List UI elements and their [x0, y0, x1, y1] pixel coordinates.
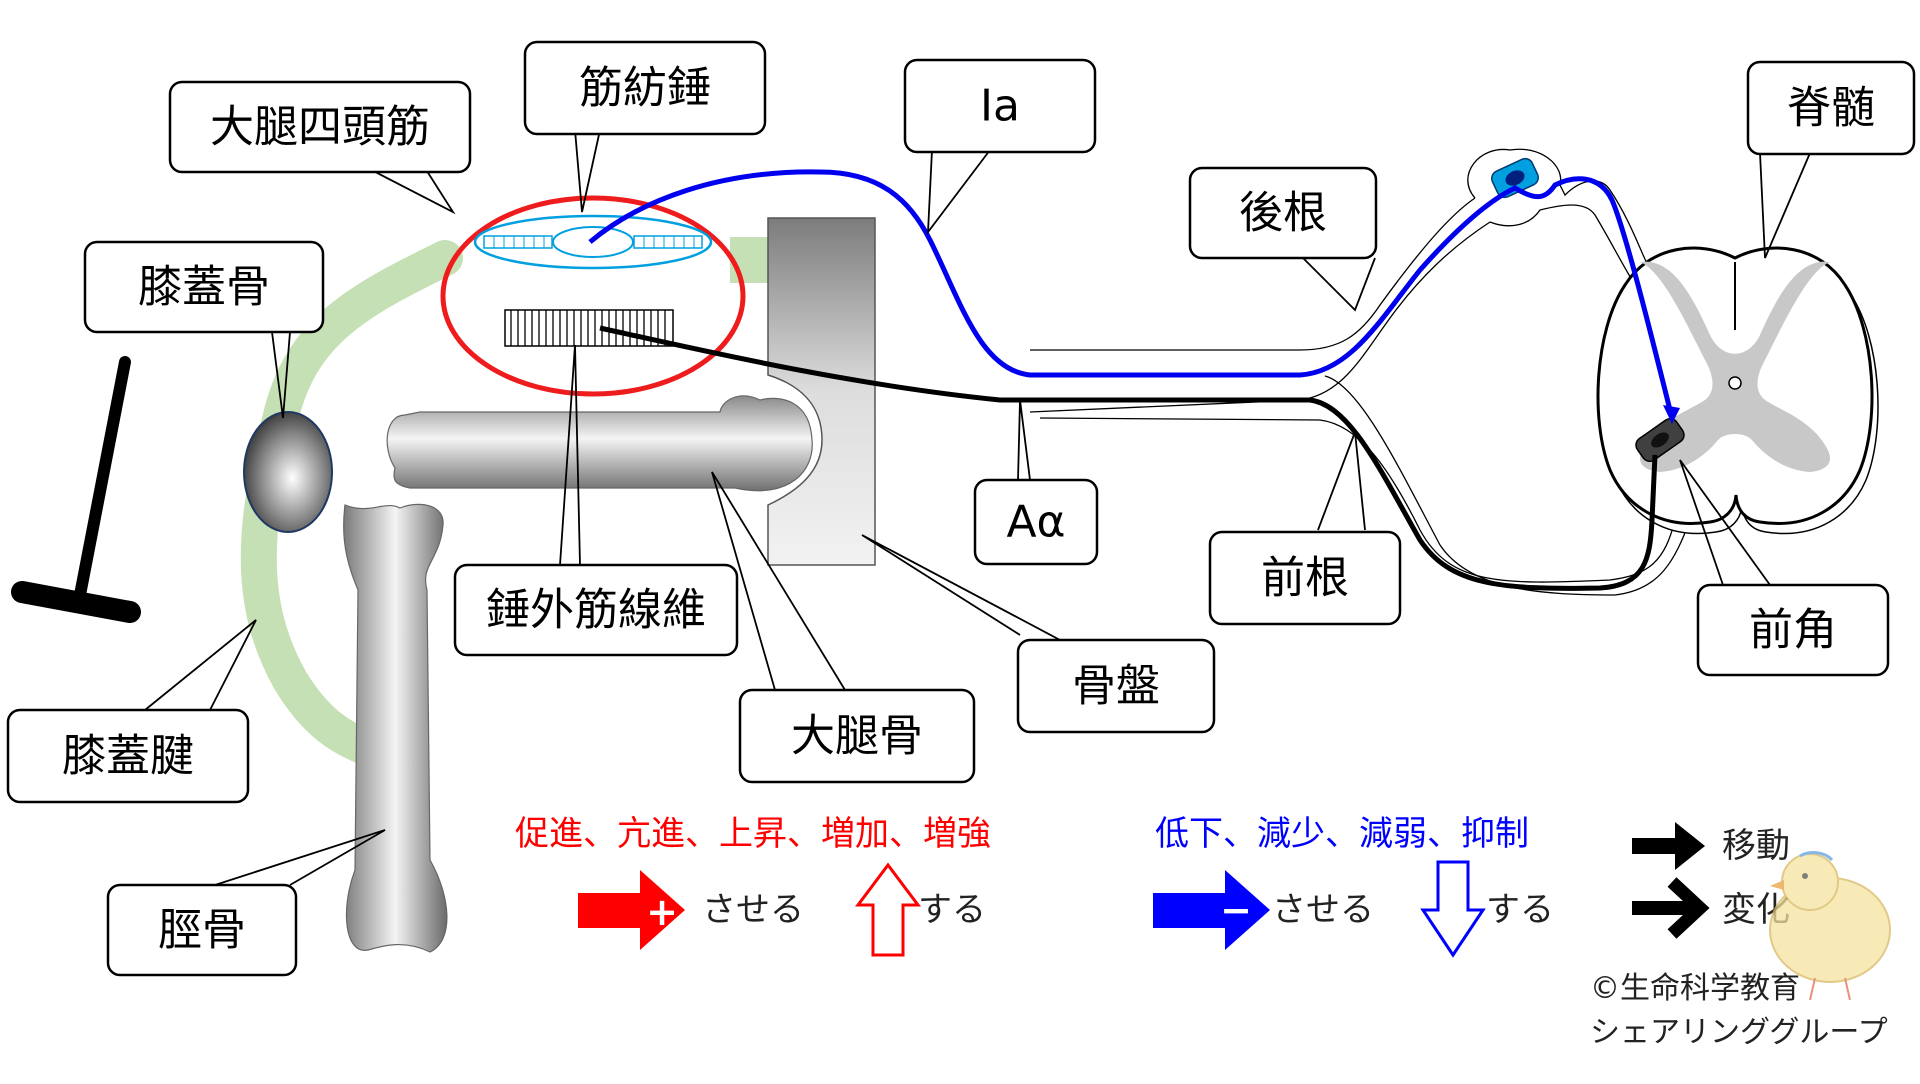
change-arrow-icon: [1632, 877, 1710, 939]
callout-extrafusal: 錘外筋線維: [453, 563, 739, 657]
minus-symbol: −: [1220, 888, 1252, 932]
legend-increase-do: する: [918, 890, 986, 930]
callout-quadriceps: 大腿四頭筋: [168, 80, 472, 174]
spinal-cord-section: [1596, 246, 1879, 535]
ia-fiber-path: [588, 169, 1673, 411]
callout-patellar-tendon: 膝蓋腱: [6, 708, 250, 804]
down-arrow-icon: [1420, 860, 1486, 958]
callout-ia: Ia: [903, 58, 1097, 154]
femur-bone: [386, 395, 813, 492]
central-canal: [1728, 376, 1742, 390]
legend-increase-cause: させる: [702, 890, 804, 930]
callout-anterior-horn: 前角: [1696, 583, 1890, 677]
label-ia: Ia: [980, 81, 1020, 132]
leader-lines: [144, 129, 1811, 886]
quadriceps-muscle-outline: [440, 195, 746, 397]
legend-decrease-do: する: [1486, 890, 1554, 930]
callout-pelvis: 骨盤: [1016, 638, 1216, 734]
label-a-alpha: Aα: [1006, 497, 1065, 548]
legend-decrease-cause: させる: [1272, 890, 1374, 930]
chick-mascot-logo: [1769, 851, 1891, 1001]
label-femur: 大腿骨: [791, 711, 923, 762]
label-patellar-tendon: 膝蓋腱: [62, 731, 194, 782]
a-alpha-fiber-path: [599, 325, 1658, 591]
label-muscle-spindle: 筋紡錘: [579, 63, 711, 114]
label-ventral-root: 前根: [1261, 553, 1349, 604]
tibia-bone: [343, 503, 448, 953]
credit-line-1: ©生命科学教育: [1590, 971, 1800, 1006]
label-quadriceps: 大腿四頭筋: [210, 102, 430, 153]
pelvis-bone: [767, 217, 876, 566]
label-anterior-horn: 前角: [1749, 605, 1837, 656]
reflex-hammer: [11, 356, 141, 623]
label-spinal-cord: 脊髄: [1787, 83, 1875, 134]
label-patella: 膝蓋骨: [138, 262, 270, 313]
legend-decrease-words: 低下、減少、減弱、抑制: [1155, 814, 1529, 854]
label-extrafusal: 錘外筋線維: [486, 585, 706, 636]
label-dorsal-root: 後根: [1239, 188, 1327, 239]
decrease-cause-arrow: −: [1153, 870, 1270, 950]
ia-fiber-arrowhead: [1663, 405, 1680, 424]
callout-muscle-spindle: 筋紡錘: [523, 40, 767, 136]
callout-femur: 大腿骨: [738, 688, 976, 784]
callout-patella: 膝蓋骨: [83, 240, 325, 334]
dorsal-root-ganglion-cell: [1491, 157, 1539, 199]
legend-move: 移動: [1722, 826, 1790, 866]
move-arrow-icon: [1632, 822, 1705, 870]
callout-tibia: 脛骨: [106, 883, 298, 977]
callout-dorsal-root: 後根: [1188, 166, 1378, 260]
callout-spinal-cord: 脊髄: [1746, 60, 1916, 156]
increase-cause-arrow: +: [578, 870, 685, 950]
plus-symbol: +: [646, 890, 678, 934]
label-tibia: 脛骨: [158, 905, 246, 956]
callout-a-alpha: Aα: [973, 478, 1099, 566]
up-arrow-icon: [855, 862, 921, 957]
gray-matter: [1640, 261, 1830, 472]
label-pelvis: 骨盤: [1072, 661, 1160, 712]
legend-increase-words: 促進、亢進、上昇、増加、増強: [515, 814, 991, 854]
motor-neuron-cell: [1635, 417, 1685, 463]
patella-bone: [243, 411, 333, 533]
credit-line-2: シェアリンググループ: [1590, 1015, 1888, 1050]
callout-ventral-root: 前根: [1208, 530, 1402, 626]
